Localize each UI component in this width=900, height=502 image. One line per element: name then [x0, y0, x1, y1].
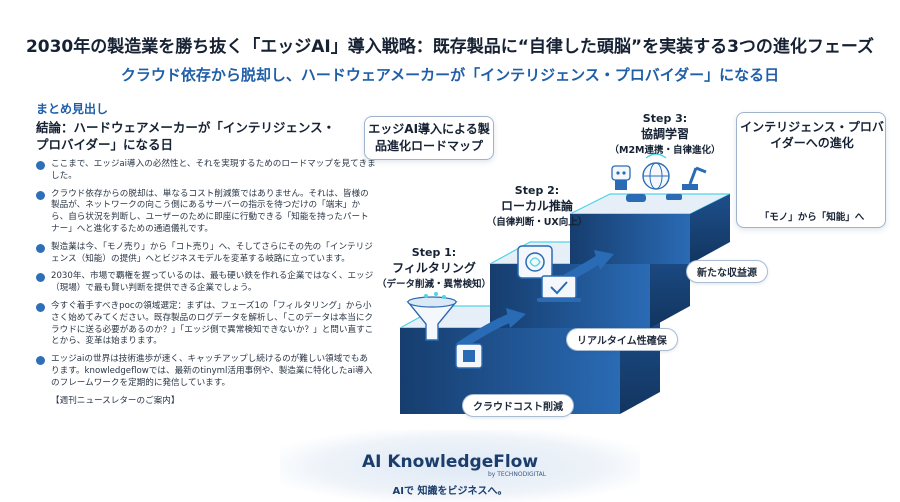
car-icon — [626, 194, 646, 202]
summary-bullet-list: ここまで、エッジai導入の必然性と、それを実現するためのロードマップを見てきまし… — [36, 159, 376, 390]
brand-tagline: AIで 知識をビジネスへ。 — [392, 486, 508, 497]
step-2-number: Step 2: — [514, 184, 560, 197]
step-3-label: Step 3: 協調学習 （M2M連携・自律進化） — [600, 112, 730, 156]
brand-logo-text: AI KnowledgeFlow — [361, 452, 539, 472]
summary-panel: まとめ見出し 結論：ハードウェアメーカーが「インテリジェンス・プロバイダー」にな… — [36, 100, 376, 406]
step-1-desc: （データ削減・異常検知） — [376, 279, 491, 290]
robot-icon — [611, 165, 631, 190]
brand-byline: by TECHNODIGITAL — [488, 471, 547, 478]
step-3-number: Step 3: — [642, 112, 688, 125]
benefit-tag-cloud-cost: クラウドコスト削減 — [462, 394, 574, 417]
funnel-icon — [406, 292, 458, 341]
step-3-desc: （M2M連携・自律進化） — [609, 145, 721, 156]
bullet-item: ここまで、エッジai導入の必然性と、それを実現するためのロードマップを見てきまし… — [36, 159, 376, 183]
step-1-number: Step 1: — [411, 246, 457, 259]
roadmap-title-bubble: エッジAI導入による製品進化ロードマップ — [364, 116, 494, 160]
bullet-item: 2030年、市場で覇権を握っているのは、最も硬い鉄を作れる企業ではなく、エッジ（… — [36, 271, 376, 295]
step-1-label: Step 1: フィルタリング （データ削減・異常検知） — [374, 246, 494, 290]
bullet-item: 製造業は今、「モノ売り」から「コト売り」へ、そしてさらにその先の「インテリジェン… — [36, 242, 376, 266]
chip-icon — [455, 343, 483, 369]
brain-chip-icon — [517, 245, 553, 279]
footer-glow — [280, 430, 640, 502]
roadmap-graphic: エッジAI導入による製品進化ロードマップ Step 1: フィルタリング （デー… — [360, 96, 900, 426]
step-2-label: Step 2: ローカル推論 （自律判断・UX向上） — [472, 184, 602, 228]
page-title: 2030年の製造業を勝ち抜く「エッジAI」導入戦略：既存製品に“自律した頭脳”を… — [25, 37, 875, 57]
summary-heading: 結論：ハードウェアメーカーが「インテリジェンス・プロバイダー」になる日 — [36, 120, 336, 152]
step-block-3 — [569, 193, 731, 264]
step-2-desc: （自律判断・UX向上） — [486, 217, 588, 228]
evolution-card: インテリジェンス・プロバイダーへの進化 「モノ」から「知能」へ — [736, 112, 886, 228]
progress-arrow-1 — [455, 308, 526, 351]
benefit-tag-new-revenue: 新たな収益源 — [686, 260, 768, 283]
step-2-name: ローカル推論 — [500, 199, 573, 213]
page-subtitle: クラウド依存から脱却し、ハードウェアメーカーが「インテリジェンス・プロバイダー」… — [120, 66, 780, 84]
evolution-caption: 「モノ」から「知能」へ — [759, 212, 865, 223]
laptop-check-icon — [537, 275, 581, 302]
bullet-item: 今すぐ着手すべきpocの領域選定：まずは、フェーズ1の「フィルタリング」から小さ… — [36, 301, 376, 348]
globe-network-icon — [642, 153, 670, 190]
summary-label: まとめ見出し — [36, 102, 109, 116]
newsletter-link-text: 【週刊ニュースレターのご案内】 — [51, 395, 180, 406]
bullet-item: エッジaiの世界は技術進歩が速く、キャッチアップし続けるのが難しい領域でもありま… — [36, 354, 376, 389]
evolution-title: インテリジェンス・プロバイダーへの進化 — [740, 120, 884, 150]
robot-arm-icon — [682, 166, 707, 190]
drone-icon — [666, 194, 682, 200]
bullet-item: クラウド依存からの脱却は、単なるコスト削減策ではありません。それは、皆様の製品が… — [36, 189, 376, 236]
benefit-tag-realtime: リアルタイム性確保 — [566, 328, 678, 351]
step-3-name: 協調学習 — [640, 127, 689, 141]
step-1-name: フィルタリング — [392, 261, 476, 275]
